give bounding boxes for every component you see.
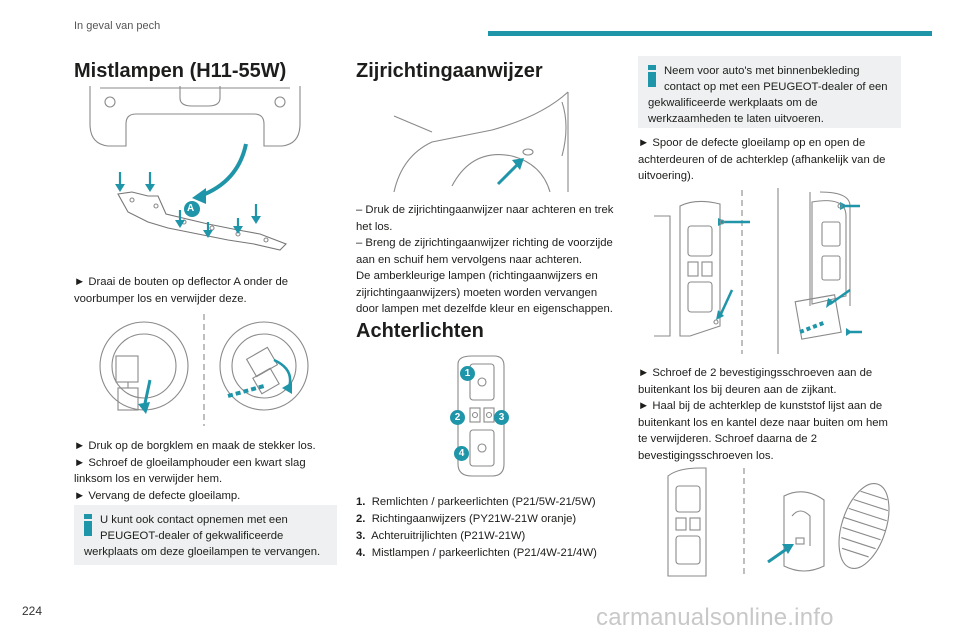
label-a-badge: A <box>187 203 195 214</box>
legend-item-1: 1. Remlichten / parkeerlichten (P21/5W-2… <box>356 494 618 511</box>
info-icon <box>648 65 656 87</box>
legend-num: 1. <box>356 496 366 508</box>
step-unscrew-holder: ► Schroef de gloeilamphouder een kwart s… <box>74 456 306 486</box>
watermark-text: carmanualsonline.info <box>596 604 834 631</box>
rear-light-legend: 1. Remlichten / parkeerlichten (P21/5W-2… <box>356 494 618 562</box>
text-amber-lamps: De amberkleurige lampen (richtingaanwijz… <box>356 270 613 315</box>
figure-fog-lamp-connector <box>88 310 316 428</box>
figure-deflector: A <box>88 84 302 254</box>
legend-text: Richtingaanwijzers (PY21W-21W oranje) <box>371 513 577 525</box>
heading-fog-lamps: Mistlampen (H11-55W) <box>74 60 287 82</box>
figure-tailgate-trim <box>664 466 896 580</box>
page-number: 224 <box>22 604 43 618</box>
legend-num: 4. <box>356 547 366 559</box>
running-header: In geval van pech <box>74 20 161 32</box>
badge-4: 4 <box>454 446 469 461</box>
step-unplug-connector: ► Druk op de borgklem en maak de stekker… <box>74 440 316 452</box>
figure-side-indicator <box>392 86 618 196</box>
figure-rear-door-screws <box>650 186 878 356</box>
step-tailgate-trim: ► Haal bij de achterklep de kunststof li… <box>638 400 888 462</box>
fog-lamp-steps: ► Druk op de borgklem en maak de stekker… <box>74 438 340 504</box>
step-replace-bulb: ► Vervang de defecte gloeilamp. <box>74 489 241 502</box>
badge-3: 3 <box>494 410 509 425</box>
figure-rear-light-cluster: 1 2 3 4 <box>450 354 510 478</box>
legend-text: Remlichten / parkeerlichten (P21/5W-21/5… <box>371 496 596 508</box>
heading-side-indicator: Zijrichtingaanwijzer <box>356 60 543 82</box>
legend-item-4: 4. Mistlampen / parkeerlichten (P21/4W-2… <box>356 545 618 562</box>
badge-2: 2 <box>450 410 465 425</box>
header-accent-bar <box>488 31 932 36</box>
legend-item-2: 2. Richtingaanwijzers (PY21W-21W oranje) <box>356 511 618 528</box>
text-fit-indicator: – Breng de zijrichtingaanwijzer richting… <box>356 237 613 266</box>
step-locate-bulb: ► Spoor de defecte gloeilamp op en open … <box>638 137 886 182</box>
info-box-interior-trim: Neem voor auto's met binnenbekleding con… <box>638 56 901 128</box>
legend-text: Mistlampen / parkeerlichten (P21/4W-21/4… <box>371 547 597 559</box>
info-icon <box>84 514 92 536</box>
legend-text: Achteruitrijlichten (P21W-21W) <box>371 530 526 542</box>
legend-num: 3. <box>356 530 366 542</box>
side-indicator-text: – Druk de zijrichtingaanwijzer naar acht… <box>356 202 618 318</box>
info-box-dealer: U kunt ook contact opnemen met een PEUGE… <box>74 505 337 565</box>
badge-1: 1 <box>460 366 475 381</box>
text-press-indicator: – Druk de zijrichtingaanwijzer naar acht… <box>356 204 614 233</box>
step-remove-deflector: ► Draai de bouten op deflector A onder d… <box>74 276 289 305</box>
legend-item-3: 3. Achteruitrijlichten (P21W-21W) <box>356 528 618 545</box>
info-text: Neem voor auto's met binnenbekleding con… <box>648 65 888 125</box>
rear-screw-steps: ► Schroef de 2 bevestigingsschroeven aan… <box>638 365 900 464</box>
info-text: U kunt ook contact opnemen met een PEUGE… <box>84 514 321 558</box>
heading-rear-lights: Achterlichten <box>356 320 484 342</box>
legend-num: 2. <box>356 513 366 525</box>
step-unscrew-side-doors: ► Schroef de 2 bevestigingsschroeven aan… <box>638 367 873 396</box>
